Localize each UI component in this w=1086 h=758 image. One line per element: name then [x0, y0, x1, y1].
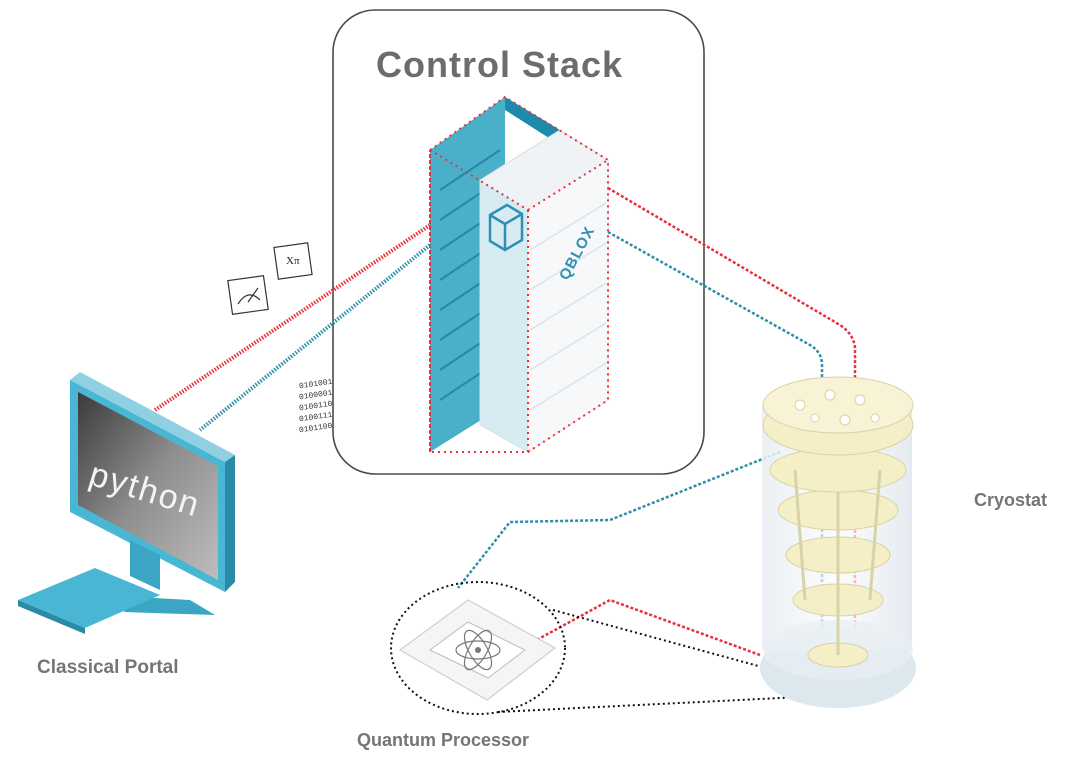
classical-portal-computer [18, 372, 235, 634]
cryostat [760, 376, 916, 708]
qblox-cube-icon [488, 203, 524, 252]
qblox-rack [429, 95, 609, 453]
signal-red-portal [153, 223, 432, 412]
signal-red-cryostat [607, 186, 857, 655]
x-pi-gate-icon [273, 242, 313, 280]
measurement-gate-icon [227, 274, 269, 316]
quantum-processor-chip [398, 599, 557, 701]
processor-zoom-outline [390, 581, 566, 715]
signal-blue-processor [457, 450, 781, 589]
quantum-processor-label: Quantum Processor [357, 730, 530, 750]
signal-blue-cryostat [607, 230, 824, 650]
cryostat-label: Cryostat [974, 490, 1048, 510]
zoom-connector-lines [497, 609, 841, 713]
x-pi-gate-label: Xπ [286, 255, 300, 267]
classical-portal-label: Classical Portal [37, 657, 179, 678]
signal-blue-portal [198, 243, 432, 432]
